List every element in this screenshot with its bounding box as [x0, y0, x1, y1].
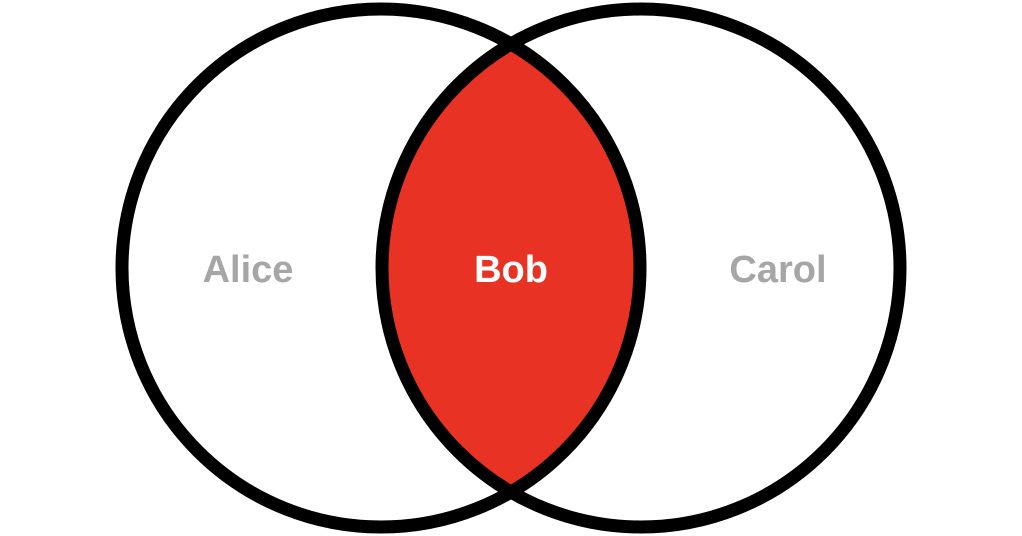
intersection-region — [382, 9, 640, 527]
intersection-label: Bob — [474, 249, 548, 291]
right-circle — [375, 2, 907, 534]
right-set-label: Carol — [729, 249, 826, 291]
left-set-label: Alice — [203, 249, 294, 291]
left-circle — [115, 2, 647, 534]
